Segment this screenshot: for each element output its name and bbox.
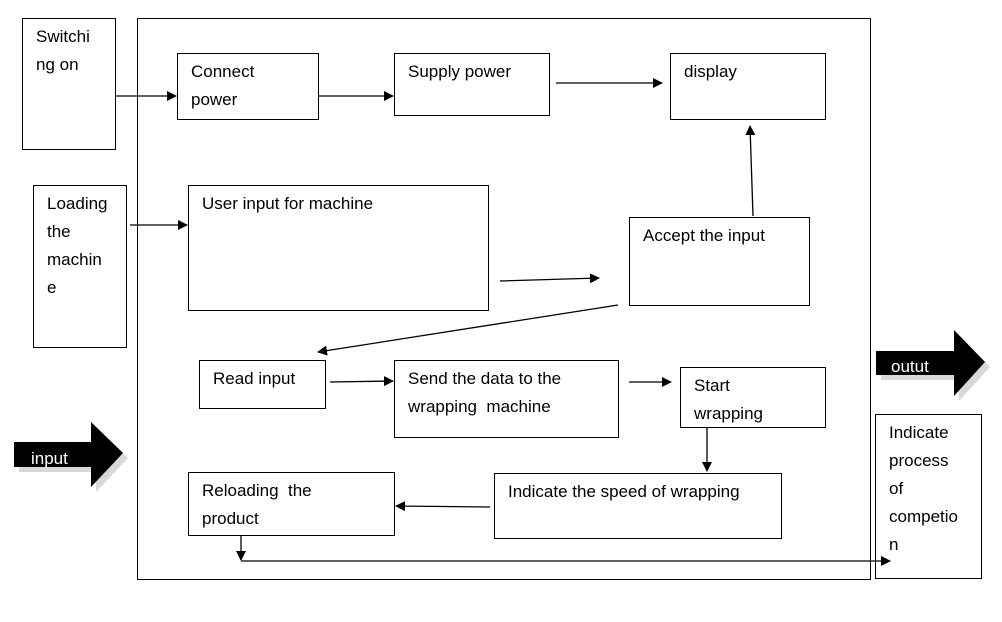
node-label: display [684, 62, 737, 81]
node-supply-power: Supply power [394, 53, 550, 116]
arrow-user-input-to-accept [499, 273, 600, 284]
output-label: outut [891, 357, 929, 376]
node-indicate-speed: Indicate the speed of wrapping [494, 473, 782, 539]
node-connect-power: Connect power [177, 53, 319, 120]
arrow-accept-to-read [317, 304, 619, 356]
node-label: Supply power [408, 62, 512, 81]
node-loading-machine: Loading the machin e [33, 185, 127, 348]
arrow-read-to-send [329, 376, 394, 387]
node-send-data: Send the data to the wrapping machine [394, 360, 619, 438]
node-label: Send the data to the wrapping machine [408, 369, 562, 416]
node-start-wrapping: Start wrapping [680, 367, 826, 428]
node-switching-on: Switchi ng on [22, 18, 116, 150]
input-block-arrow [14, 422, 128, 492]
node-label: Connect power [191, 62, 255, 109]
node-indicate-completion: Indicate process of competio n [875, 414, 982, 579]
node-accept-input: Accept the input [629, 217, 810, 306]
node-label: Indicate process of competio n [889, 423, 958, 554]
node-label: Indicate the speed of wrapping [508, 482, 740, 501]
arrow-speed-to-reloading [395, 501, 491, 512]
system-frame [137, 18, 871, 580]
node-label: Accept the input [643, 226, 765, 245]
node-label: User input for machine [202, 194, 374, 213]
node-display: display [670, 53, 826, 120]
input-label: input [31, 449, 68, 468]
node-read-input: Read input [199, 360, 326, 409]
node-reloading: Reloading the product [188, 472, 395, 536]
node-label: Start wrapping [694, 376, 763, 423]
node-label: Loading the machin e [47, 194, 108, 297]
node-user-input: User input for machine [188, 185, 489, 311]
output-block-arrow [876, 330, 990, 401]
node-label: Reloading the product [202, 481, 312, 528]
node-label: Switchi ng on [36, 27, 90, 74]
arrow-accept-to-display [745, 125, 756, 217]
node-label: Read input [213, 369, 296, 388]
